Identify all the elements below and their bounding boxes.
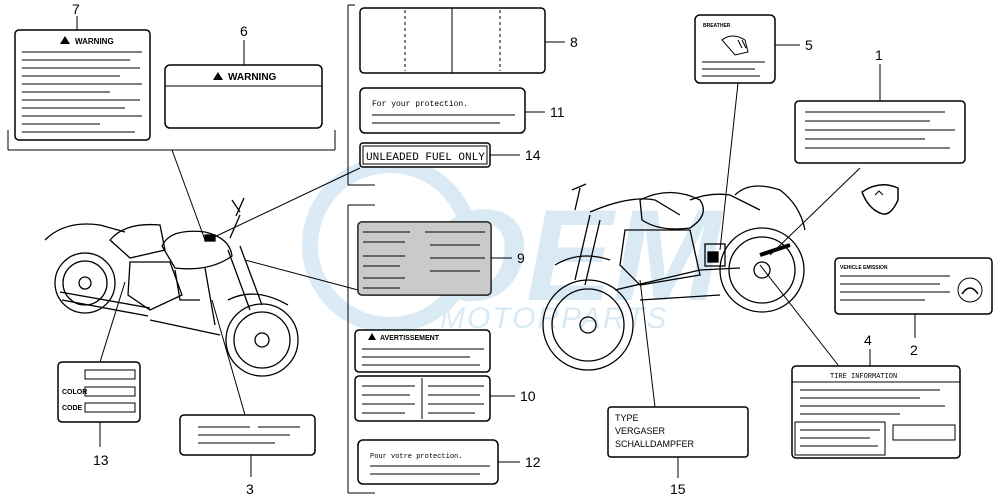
label-10: AVERTISSEMENT	[354, 329, 491, 422]
center-bracket-bottom	[347, 204, 375, 494]
callout-9: 9	[517, 250, 525, 266]
callout-7: 7	[72, 1, 80, 17]
callout-3: 3	[246, 481, 254, 497]
label-2-title: VEHICLE EMISSION	[840, 265, 888, 271]
label-7-warning: WARNING	[14, 29, 151, 141]
label-13: COLOR CODE	[57, 361, 141, 423]
leader-lines	[99, 82, 861, 416]
label-5-title: BREATHER	[703, 23, 731, 29]
left-label-bracket	[7, 130, 336, 151]
label-5-breather: BREATHER	[694, 14, 776, 84]
callout-6: 6	[240, 23, 248, 39]
label-15-vergaser: VERGASER	[615, 426, 666, 436]
label-15-type: TYPE	[615, 413, 639, 423]
label-13-code: CODE	[62, 405, 83, 412]
label-13-color: COLOR	[62, 389, 87, 396]
callout-12: 12	[525, 454, 541, 470]
center-bracket-top	[347, 4, 375, 186]
callout-2: 2	[910, 342, 918, 358]
callout-13: 13	[93, 452, 109, 468]
label-10-title: AVERTISSEMENT	[380, 335, 440, 342]
callout-8: 8	[570, 34, 578, 50]
emblem-label	[861, 184, 899, 215]
label-15-schall: SCHALLDAMPFER	[615, 439, 695, 449]
callout-4: 4	[864, 332, 872, 348]
label-12: Pour votre protection.	[357, 439, 499, 485]
label-11-text: For your protection.	[372, 100, 468, 109]
label-11: For your protection.	[359, 87, 526, 134]
callout-10: 10	[520, 388, 536, 404]
label-8	[359, 7, 546, 74]
label-12-text: Pour votre protection.	[370, 453, 462, 461]
label-14-text: UNLEADED FUEL ONLY	[366, 152, 485, 164]
label-4-tire-information: TIRE INFORMATION	[791, 365, 961, 459]
motorcycle-right-view	[542, 183, 806, 371]
callout-1: 1	[875, 47, 883, 63]
label-6-title: WARNING	[228, 72, 277, 83]
label-1	[794, 100, 966, 164]
label-9	[357, 221, 492, 296]
label-4-title: TIRE INFORMATION	[830, 373, 897, 381]
label-6-warning: WARNING	[164, 64, 323, 129]
callout-15: 15	[670, 481, 686, 497]
callout-11: 11	[550, 104, 565, 120]
callout-14: 14	[525, 147, 541, 163]
label-7-title: WARNING	[75, 37, 114, 46]
label-15: TYPE VERGASER SCHALLDAMPFER	[607, 406, 749, 458]
label-14-unleaded: UNLEADED FUEL ONLY	[359, 142, 491, 168]
label-3	[179, 414, 316, 456]
label-2-vehicle-emission: VEHICLE EMISSION	[834, 257, 993, 315]
motorcycle-left-view	[44, 197, 299, 377]
callout-5: 5	[805, 37, 813, 53]
